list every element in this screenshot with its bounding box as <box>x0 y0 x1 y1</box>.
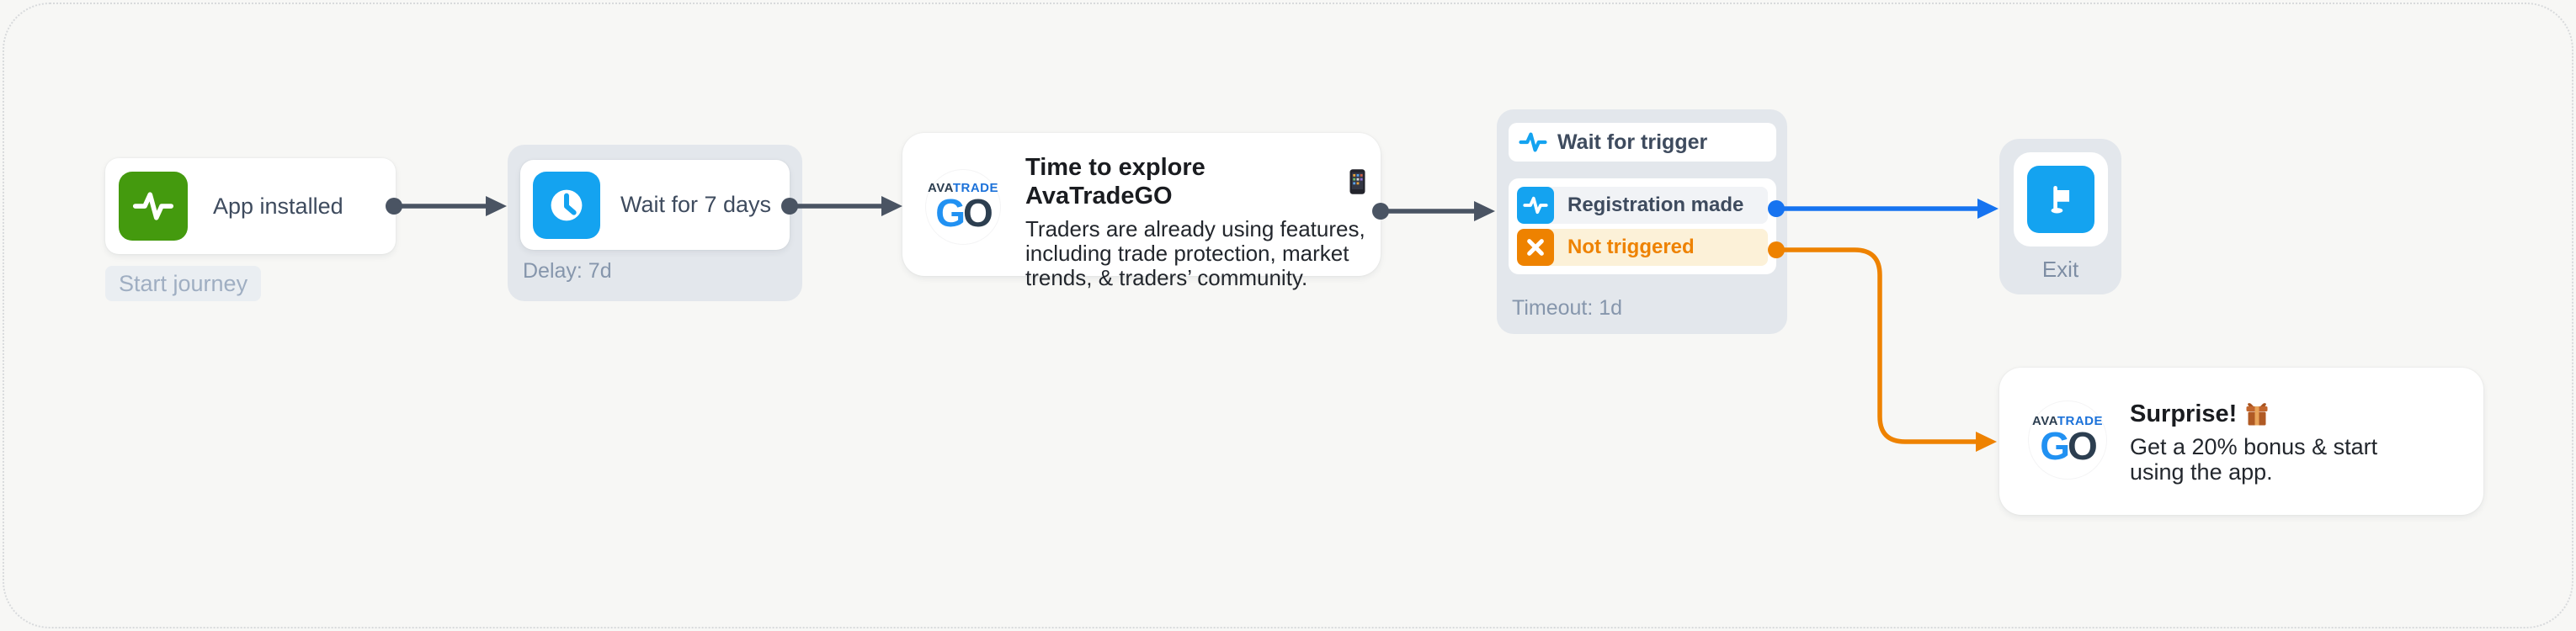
branch-not-triggered[interactable]: Not triggered <box>1517 229 1768 266</box>
trigger-header[interactable]: Wait for trigger <box>1509 123 1776 162</box>
pulse-line-icon <box>1519 132 1547 152</box>
message-title: Time to explore AvaTradeGO <box>1025 153 1365 210</box>
gift-emoji <box>2246 403 2268 426</box>
avatrade-wordmark: AVATRADE <box>2031 414 2103 429</box>
x-icon <box>1517 229 1554 266</box>
arrowhead <box>1977 199 1999 219</box>
node-app-installed[interactable]: App installed <box>105 158 396 254</box>
delay-footer: Delay: 7d <box>523 259 612 283</box>
avatradego-logo: AVATRADE GO <box>926 170 1000 244</box>
node-delay[interactable]: Wait for 7 days Delay: 7d <box>508 145 802 301</box>
message-body: Traders are already using features, incl… <box>1025 216 1365 290</box>
arrowhead <box>881 196 902 216</box>
avatrade-wordmark: AVATRADE <box>927 181 998 196</box>
delay-card[interactable]: Wait for 7 days <box>520 160 790 250</box>
trigger-footer: Timeout: 1d <box>1512 296 1623 320</box>
message-body: Get a 20% bonus & start using the app. <box>2130 434 2378 485</box>
wire-start-to-delay <box>386 196 507 216</box>
node-title: App installed <box>213 193 343 219</box>
branch-label: Registration made <box>1567 194 1744 216</box>
exit-label: Exit <box>2041 257 2079 282</box>
exit-icon-frame <box>2013 152 2108 247</box>
branch-registration-made[interactable]: Registration made <box>1517 187 1768 224</box>
wire-registration-to-exit <box>1768 199 1999 219</box>
trigger-event-icon <box>1517 187 1554 224</box>
trigger-header-label: Wait for trigger <box>1557 130 1708 154</box>
wire-nottriggered-to-surprise <box>1768 241 1997 452</box>
mobile-phone-emoji <box>1349 169 1365 194</box>
message-title: Surprise! <box>2130 400 2467 428</box>
avatradego-logo: AVATRADE GO <box>2029 401 2106 479</box>
canvas-border <box>3 3 2573 628</box>
flag-icon <box>2026 166 2094 233</box>
node-title: Wait for 7 days <box>620 192 772 217</box>
node-message-explore[interactable]: AVATRADE GO Time to explore AvaTradeGO T… <box>902 133 1381 290</box>
arrowhead <box>486 196 507 216</box>
node-wait-for-trigger[interactable]: Wait for trigger Registration made Not t… <box>1497 109 1787 334</box>
node-exit[interactable]: Exit <box>1999 139 2121 294</box>
go-wordmark: GO <box>935 191 993 236</box>
wire-line <box>1776 247 1978 444</box>
go-wordmark: GO <box>2040 424 2098 469</box>
trigger-branches: Registration made Not triggered <box>1509 178 1776 274</box>
branch-label: Not triggered <box>1567 236 1695 258</box>
clock-icon <box>533 171 600 239</box>
node-message-surprise[interactable]: AVATRADE GO Surprise! Get a 20% bonus & … <box>1999 368 2483 515</box>
wire-message-to-trigger <box>1372 201 1495 221</box>
arrowhead <box>1474 201 1495 221</box>
arrowhead <box>1976 432 1997 452</box>
start-journey-badge: Start journey <box>105 266 262 301</box>
activity-pulse-icon <box>119 172 188 241</box>
